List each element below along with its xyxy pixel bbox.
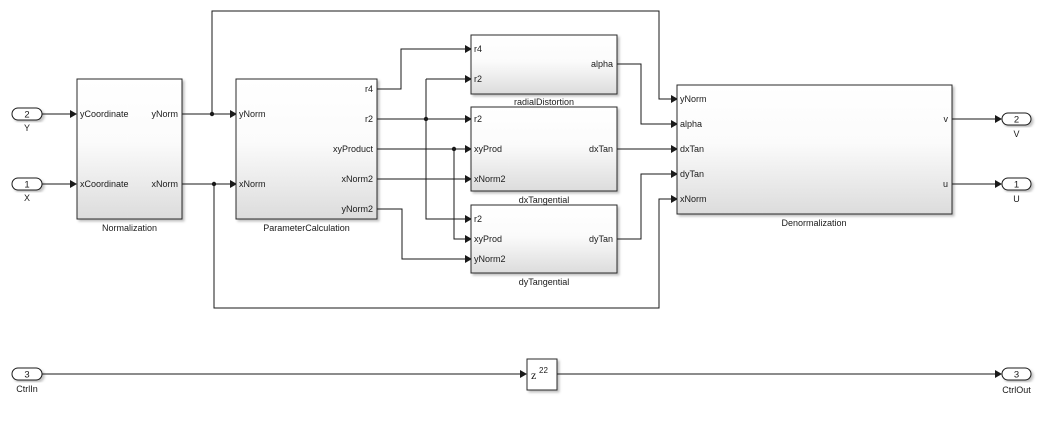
wire-r4[interactable] bbox=[377, 48, 465, 90]
arrow-rd-r2 bbox=[465, 75, 472, 83]
wire-ynorm2[interactable] bbox=[377, 208, 465, 260]
block-name-dxtangential: dxTangential bbox=[519, 195, 570, 205]
arrow-dy-r2 bbox=[465, 215, 472, 223]
block-name-dytangential: dyTangential bbox=[519, 277, 570, 287]
outport-ctrlout-number: 3 bbox=[1014, 370, 1019, 381]
arrow-dn-alpha bbox=[671, 120, 678, 128]
junction-r2 bbox=[423, 116, 429, 122]
port-ynorm-out: yNorm bbox=[152, 109, 179, 119]
inport-ctrlin[interactable]: 3 CtrlIn bbox=[11, 367, 43, 394]
outport-u[interactable]: 1 U bbox=[1001, 177, 1032, 204]
arrow-dx-xyprod bbox=[465, 145, 472, 153]
junction-xnorm bbox=[211, 181, 217, 187]
block-delay[interactable]: z 22 bbox=[526, 358, 558, 391]
port-dn-dytan: dyTan bbox=[680, 169, 704, 179]
block-normalization[interactable]: yCoordinate xCoordinate yNorm xNorm Norm… bbox=[76, 78, 183, 233]
junction-xyproduct bbox=[451, 146, 457, 152]
signal-wires bbox=[42, 10, 995, 375]
port-xcoordinate: xCoordinate bbox=[80, 179, 129, 189]
wire-xyproduct-branch[interactable] bbox=[453, 149, 465, 240]
port-dn-ynorm: yNorm bbox=[680, 94, 707, 104]
port-pc-ynorm2: yNorm2 bbox=[341, 204, 373, 214]
wire-xnorm-branch-bottom[interactable] bbox=[213, 184, 671, 309]
arrow-xcoordinate bbox=[70, 180, 77, 188]
port-dn-alpha: alpha bbox=[680, 119, 702, 129]
outport-v[interactable]: 2 V bbox=[1001, 112, 1032, 139]
wire-ynorm-branch-top[interactable] bbox=[211, 10, 671, 114]
arrowheads bbox=[70, 45, 1002, 378]
inport-ctrlin-name: CtrlIn bbox=[16, 384, 38, 394]
port-pc-r2: r2 bbox=[365, 114, 373, 124]
port-dn-v: v bbox=[944, 114, 949, 124]
port-xnorm-out: xNorm bbox=[152, 179, 179, 189]
inport-ctrlin-number: 3 bbox=[24, 370, 29, 381]
outport-ctrlout[interactable]: 3 CtrlOut bbox=[1001, 367, 1032, 395]
outport-v-number: 2 bbox=[1014, 115, 1019, 126]
block-radialdistortion[interactable]: r4 r2 alpha radialDistortion bbox=[470, 34, 618, 107]
inport-y-name: Y bbox=[24, 123, 30, 133]
outport-u-number: 1 bbox=[1014, 180, 1019, 191]
port-dx-dxtan: dxTan bbox=[589, 144, 613, 154]
arrow-pc-ynorm bbox=[230, 110, 237, 118]
inport-y[interactable]: 2 Y bbox=[11, 107, 43, 133]
arrow-delay-in bbox=[520, 370, 527, 378]
port-rd-r4: r4 bbox=[474, 44, 482, 54]
outport-v-name: V bbox=[1013, 129, 1019, 139]
inport-y-number: 2 bbox=[24, 110, 29, 121]
port-dy-ynorm2: yNorm2 bbox=[474, 254, 506, 264]
port-rd-alpha: alpha bbox=[591, 59, 613, 69]
wire-alpha[interactable] bbox=[617, 63, 671, 125]
port-dx-r2: r2 bbox=[474, 114, 482, 124]
block-parametercalculation[interactable]: yNorm xNorm r4 r2 xyProduct xNorm2 yNorm… bbox=[235, 78, 378, 233]
arrow-pc-xnorm bbox=[230, 180, 237, 188]
inport-x-name: X bbox=[24, 193, 30, 203]
arrow-out-ctrl bbox=[995, 370, 1002, 378]
port-dn-xnorm: xNorm bbox=[680, 194, 707, 204]
port-pc-ynorm: yNorm bbox=[239, 109, 266, 119]
delay-exponent: 22 bbox=[539, 366, 548, 375]
arrow-out-v bbox=[995, 115, 1002, 123]
arrow-out-u bbox=[995, 180, 1002, 188]
inport-x-number: 1 bbox=[24, 180, 29, 191]
arrow-dx-r2 bbox=[465, 115, 472, 123]
block-name-radialdistortion: radialDistortion bbox=[514, 97, 574, 107]
port-ycoordinate: yCoordinate bbox=[80, 109, 129, 119]
block-name-normalization: Normalization bbox=[102, 223, 157, 233]
arrow-ycoordinate bbox=[70, 110, 77, 118]
port-dy-dytan: dyTan bbox=[589, 234, 613, 244]
port-pc-xnorm2: xNorm2 bbox=[341, 174, 373, 184]
port-dx-xyprod: xyProd bbox=[474, 144, 502, 154]
arrow-dn-dxtan bbox=[671, 145, 678, 153]
port-rd-r2: r2 bbox=[474, 74, 482, 84]
port-dn-u: u bbox=[943, 179, 948, 189]
arrow-dn-dytan bbox=[671, 170, 678, 178]
junction-ynorm bbox=[209, 111, 215, 117]
block-name-parametercalculation: ParameterCalculation bbox=[263, 223, 350, 233]
block-dytangential[interactable]: r2 xyProd yNorm2 dyTan dyTangential bbox=[470, 204, 618, 287]
arrow-rd-r4 bbox=[465, 45, 472, 53]
wire-dytan[interactable] bbox=[617, 173, 671, 240]
inport-x[interactable]: 1 X bbox=[11, 177, 43, 203]
arrow-dn-xnorm bbox=[671, 195, 678, 203]
block-denormalization[interactable]: yNorm alpha dxTan dyTan xNorm v u Denorm… bbox=[676, 84, 953, 228]
arrow-dn-ynorm bbox=[671, 95, 678, 103]
outport-ctrlout-name: CtrlOut bbox=[1002, 385, 1031, 395]
port-pc-xyproduct: xyProduct bbox=[333, 144, 374, 154]
port-dy-r2: r2 bbox=[474, 214, 482, 224]
arrow-dx-xnorm2 bbox=[465, 175, 472, 183]
port-dx-xnorm2: xNorm2 bbox=[474, 174, 506, 184]
port-pc-xnorm: xNorm bbox=[239, 179, 266, 189]
outport-u-name: U bbox=[1013, 194, 1020, 204]
port-dy-xyprod: xyProd bbox=[474, 234, 502, 244]
arrow-dy-xyprod bbox=[465, 235, 472, 243]
block-name-denormalization: Denormalization bbox=[781, 218, 846, 228]
port-dn-dxtan: dxTan bbox=[680, 144, 704, 154]
branch-points bbox=[209, 111, 457, 187]
wire-r2-branch[interactable] bbox=[425, 79, 465, 220]
block-dxtangential[interactable]: r2 xyProd xNorm2 dxTan dxTangential bbox=[470, 106, 618, 205]
arrow-dy-ynorm2 bbox=[465, 255, 472, 263]
port-pc-r4: r4 bbox=[365, 84, 373, 94]
delay-label: z bbox=[531, 368, 536, 382]
